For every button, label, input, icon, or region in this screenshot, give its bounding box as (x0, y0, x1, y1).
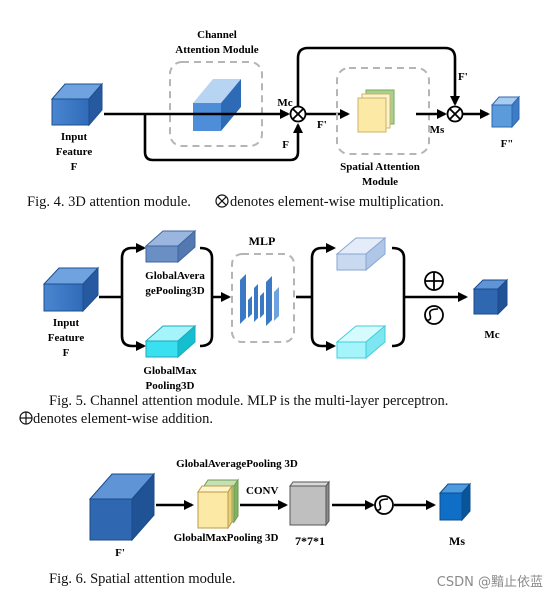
fig5-max-pool-label-line1: GlobalMax (143, 365, 197, 377)
fig4-channel-module-label-line1: Channel (197, 29, 237, 41)
fig6-sigmoid-icon (374, 495, 394, 515)
fig5-split-top (120, 243, 146, 297)
fig5-input-label-line2: Feature (48, 332, 85, 344)
fig4-caption-suffix: denotes element-wise multiplication. (230, 194, 444, 210)
fig4-input-label-line3: F (71, 161, 78, 173)
fig4-spatial-module-label-line1: Spatial Attention (340, 161, 420, 173)
fig4-spatial-attention-block (357, 89, 395, 133)
fig4-spatial-module-label-line2: Module (362, 176, 398, 188)
fig5-max-pool-block (144, 324, 197, 359)
fig6-conv-output-block (289, 480, 330, 527)
fig5-input-cube (42, 266, 100, 313)
fig6-pooling-block (197, 478, 239, 530)
fig4-ms-label: Ms (430, 124, 445, 136)
fig5-max-pool-label-line2: Pooling3D (146, 380, 195, 392)
fig4-multiply-icon-2 (446, 105, 464, 123)
fig5-caption-add-icon (19, 411, 33, 425)
fig5-merge-bracket (199, 246, 214, 348)
fig4-channel-module-label-line2: Attention Module (175, 44, 259, 56)
fig5-input-label-line1: Input (53, 317, 80, 329)
fig4-caption-multiply-icon (215, 194, 229, 208)
fig5-mlp-label: MLP (249, 234, 276, 248)
fig4-top-skip-connection (296, 46, 460, 106)
fig4-f-prime-label: F' (317, 119, 327, 131)
fig4-input-label-line1: Input (61, 131, 88, 143)
fig6-input-cube (88, 472, 156, 542)
fig6-ms-cube (438, 482, 472, 522)
fig5-sigmoid-icon (424, 305, 444, 325)
fig5-mlp-split-top (310, 243, 336, 297)
fig5-avg-mlp-output-block (335, 236, 387, 272)
fig5-input-label-line3: F (63, 347, 70, 359)
fig6-input-label: F' (115, 547, 125, 559)
fig4-output-label: F" (501, 138, 514, 150)
fig4-skip-connection (143, 114, 303, 162)
fig5-output-merge-bracket (391, 246, 406, 348)
fig6-ms-label: Ms (449, 534, 465, 548)
fig6-conv-label: CONV (246, 485, 278, 497)
fig6-caption: Fig. 6. Spatial attention module. (49, 571, 235, 587)
fig4-output-cube (490, 95, 521, 129)
fig5-caption-line2: denotes element-wise addition. (33, 411, 213, 427)
fig6-avg-pool-label: GlobalAveragePooling 3D (176, 458, 298, 470)
fig5-caption-line1: Fig. 5. Channel attention module. MLP is… (49, 393, 448, 409)
fig5-add-icon (424, 271, 444, 291)
fig4-f-label: F (282, 139, 289, 151)
fig5-mc-cube (472, 278, 509, 316)
csdn-watermark: CSDN @黯止依蓝 (437, 575, 543, 590)
fig4-f-prime-top-label: F' (458, 71, 468, 83)
fig4-input-label-line2: Feature (56, 146, 93, 158)
fig5-mlp-icon (240, 274, 279, 326)
fig5-mc-label: Mc (484, 329, 499, 341)
fig6-max-pool-label: GlobalMaxPooling 3D (174, 532, 279, 544)
fig4-channel-attention-block (193, 79, 241, 131)
fig5-mlp-split-bottom (310, 297, 336, 351)
fig5-max-mlp-output-block (335, 324, 387, 360)
fig5-mlp-box (231, 253, 295, 343)
fig5-avg-pool-label-line1: GlobalAvera (145, 270, 205, 282)
fig4-input-cube (50, 82, 104, 127)
fig4-channel-module-box (169, 61, 263, 147)
fig6-kernel-label: 7*7*1 (295, 534, 325, 548)
fig4-mc-label: Mc (277, 97, 292, 109)
fig4-multiply-icon-1 (289, 105, 307, 123)
fig5-avg-pool-label-line2: gePooling3D (145, 285, 204, 297)
fig5-split-bottom (120, 297, 146, 351)
fig4-caption-prefix: Fig. 4. 3D attention module. (27, 194, 191, 210)
fig5-avg-pool-block (144, 229, 197, 264)
